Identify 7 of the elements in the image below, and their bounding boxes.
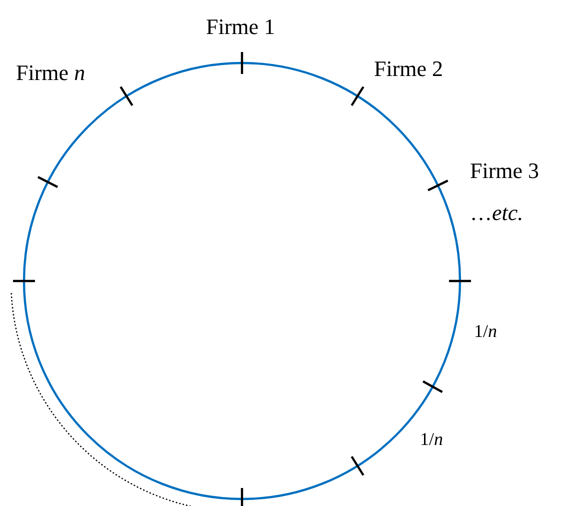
- fraction-label: 1/n: [420, 430, 444, 448]
- note-text: …etc.: [470, 202, 524, 224]
- firm-label: Firme 3: [470, 160, 540, 182]
- firm-label: Firme 1: [206, 16, 276, 38]
- firm-label: Firme 2: [374, 58, 444, 80]
- fraction-label: 1/n: [474, 322, 498, 340]
- firm-label: Firme n: [16, 62, 86, 84]
